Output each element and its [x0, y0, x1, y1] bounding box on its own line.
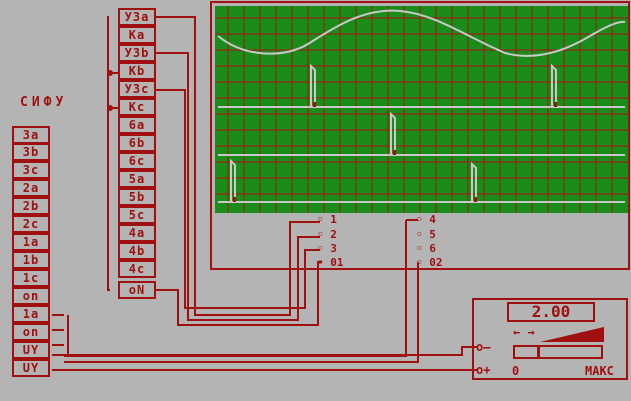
terminal-3b[interactable]: 3b	[12, 143, 50, 161]
scope-terminal-2[interactable]: ◦ 2	[317, 228, 337, 241]
terminal-1a-input[interactable]: 1a	[12, 305, 50, 323]
scope-terminal-1[interactable]: ◦ 1	[317, 213, 337, 226]
terminal-6a[interactable]: 6a	[118, 116, 156, 134]
terminal-3a[interactable]: 3a	[12, 126, 50, 144]
scope-terminal-01[interactable]: ◦ 01	[317, 256, 344, 269]
level-ramp-icon	[540, 327, 604, 342]
scope-terminal-6[interactable]: ◦ 6	[416, 242, 436, 255]
terminal-uy-2[interactable]: UY	[12, 359, 50, 377]
terminal-on-output[interactable]: oN	[118, 281, 156, 299]
scope-terminal-4-label: 4	[429, 213, 436, 226]
voltage-display: 2.00	[507, 302, 595, 322]
terminal-2a[interactable]: 2a	[12, 179, 50, 197]
terminal-2b[interactable]: 2b	[12, 197, 50, 215]
page-title: СИФУ	[20, 95, 68, 110]
terminal-4b[interactable]: 4b	[118, 242, 156, 260]
terminal-on[interactable]: on	[12, 287, 50, 305]
scope-terminal-5[interactable]: ◦ 5	[416, 228, 436, 241]
scope-terminal-6-label: 6	[429, 242, 436, 255]
terminal-1a[interactable]: 1a	[12, 233, 50, 251]
scope-terminal-01-label: 01	[330, 256, 344, 269]
terminal-5a[interactable]: 5a	[118, 170, 156, 188]
scope-terminal-3-label: 3	[330, 242, 337, 255]
terminal-4a[interactable]: 4a	[118, 224, 156, 242]
slider-max-label: МАКС	[585, 364, 614, 378]
plus-terminal[interactable]: o+	[476, 363, 491, 377]
terminal-2c[interactable]: 2c	[12, 215, 50, 233]
slider-min-label: 0	[512, 364, 520, 378]
power-supply-panel	[472, 298, 628, 380]
slider-handle[interactable]	[537, 347, 540, 357]
scope-terminal-4[interactable]: ◦ 4	[416, 213, 436, 226]
terminal-uz-a[interactable]: УЗa	[118, 8, 156, 26]
minus-terminal[interactable]: o–	[476, 340, 491, 354]
scope-terminal-2-label: 2	[330, 228, 337, 241]
terminal-6c[interactable]: 6c	[118, 152, 156, 170]
terminal-5c[interactable]: 5c	[118, 206, 156, 224]
terminal-uy-1[interactable]: UY	[12, 341, 50, 359]
terminal-5b[interactable]: 5b	[118, 188, 156, 206]
terminal-uz-c[interactable]: УЗc	[118, 80, 156, 98]
scope-terminal-3[interactable]: ◦ 3	[317, 242, 337, 255]
terminal-k-c[interactable]: Kc	[118, 98, 156, 116]
terminal-4c[interactable]: 4c	[118, 260, 156, 278]
scope-terminal-02-label: 02	[429, 256, 443, 269]
terminal-on-input[interactable]: on	[12, 323, 50, 341]
terminal-k-a[interactable]: Ka	[118, 26, 156, 44]
oscilloscope-screen	[215, 6, 628, 213]
terminal-k-b[interactable]: Kb	[118, 62, 156, 80]
terminal-1b[interactable]: 1b	[12, 251, 50, 269]
voltage-slider[interactable]	[513, 345, 603, 359]
terminal-uz-b[interactable]: УЗb	[118, 44, 156, 62]
scope-terminal-1-label: 1	[330, 213, 337, 226]
terminal-3c[interactable]: 3c	[12, 161, 50, 179]
arrow-icon: ← →	[513, 325, 535, 339]
terminal-6b[interactable]: 6b	[118, 134, 156, 152]
scope-terminal-02[interactable]: ◦ 02	[416, 256, 443, 269]
terminal-1c[interactable]: 1c	[12, 269, 50, 287]
scope-terminal-5-label: 5	[429, 228, 436, 241]
